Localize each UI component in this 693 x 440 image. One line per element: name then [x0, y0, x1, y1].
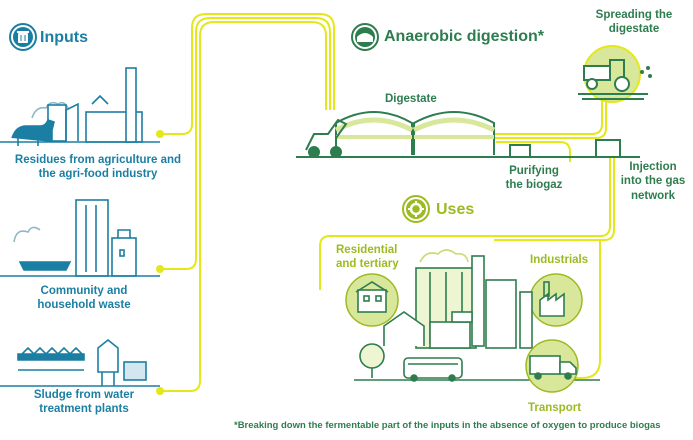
label-line: household waste	[37, 299, 131, 312]
spreading-label: Spreading the digestate	[580, 8, 688, 37]
digester-illustration	[296, 111, 640, 158]
label-line: into the gas	[620, 175, 686, 188]
label-line: digestate	[608, 23, 660, 36]
label-line: Community and	[40, 285, 128, 297]
connector-dot	[156, 130, 164, 138]
digestion-title: Anaerobic digestion*	[384, 28, 545, 45]
label-line: Spreading the	[595, 9, 673, 21]
footnote: *Breaking down the fermentable part of t…	[234, 420, 661, 431]
transport-label: Transport	[528, 402, 582, 414]
input-household-label: Community and household waste	[10, 284, 158, 313]
bin-icon	[9, 23, 37, 51]
label-line: network	[630, 189, 676, 202]
label-line: Residential	[336, 244, 398, 256]
label-line: the agri-food industry	[38, 168, 158, 181]
input-sludge-label: Sludge from water treatment plants	[10, 388, 158, 417]
industrials-label: Industrials	[530, 254, 589, 266]
uses-title: Uses	[436, 201, 475, 218]
label-line: the biogaz	[505, 179, 563, 192]
household-illustration	[0, 199, 160, 277]
gear-icon	[402, 195, 430, 223]
injection-label: Injection into the gas network	[616, 160, 690, 203]
label-line: Sludge from water	[33, 389, 135, 401]
purifying-label: Purifying the biogaz	[494, 164, 574, 193]
inputs-title: Inputs	[40, 29, 88, 46]
residential-label: Residential and tertiary	[336, 243, 399, 272]
label-line: Purifying	[509, 165, 559, 177]
tractor-illustration	[578, 45, 652, 103]
label-line: and tertiary	[336, 258, 399, 271]
connector-dot	[156, 265, 164, 273]
residential-illustration	[345, 273, 399, 327]
transport-illustration	[525, 339, 579, 393]
label-line: treatment plants	[39, 403, 129, 416]
industrial-illustration	[529, 273, 583, 327]
digester-icon	[351, 23, 379, 51]
connector-dot	[156, 387, 164, 395]
flow-lines	[160, 13, 615, 392]
water-treatment-illustration	[0, 338, 160, 387]
label-line: Residues from agriculture and	[14, 154, 182, 166]
city-illustration	[354, 249, 600, 382]
digestate-label: Digestate	[385, 93, 437, 105]
input-agriculture-label: Residues from agriculture and the agri-f…	[0, 153, 196, 182]
label-line: Injection	[629, 161, 677, 173]
agriculture-illustration	[0, 67, 160, 146]
